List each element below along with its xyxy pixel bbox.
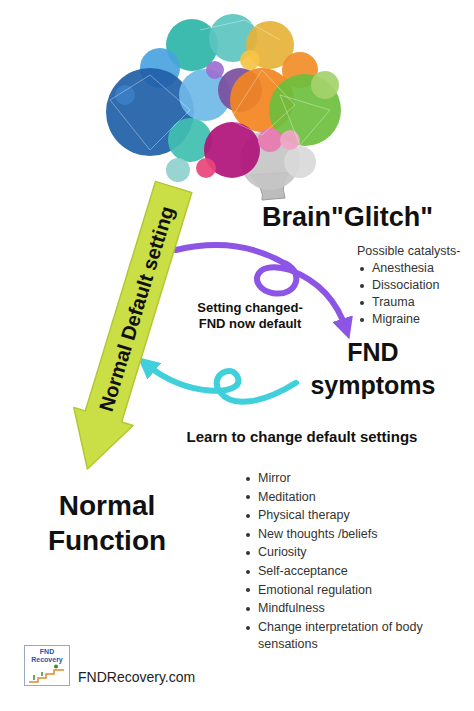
website-label: FNDRecovery.com [78, 668, 195, 688]
list-item: Emotional regulation [246, 582, 474, 600]
list-item: Curiosity [246, 544, 474, 562]
list-item: Anesthesia [360, 260, 434, 278]
list-item: Mindfulness [246, 600, 474, 618]
node-label: FND symptoms [298, 336, 448, 401]
normal-function-node: Normal Function [22, 488, 192, 558]
edge-label: Learn to change default settings [182, 428, 422, 447]
list-item: Physical therapy [246, 507, 474, 525]
logo-text: FND Recovery [26, 648, 68, 664]
list-item: New thoughts /beliefs [246, 526, 474, 544]
note-text: Possible catalysts- [357, 243, 461, 261]
logo-steps [29, 670, 64, 682]
list-item: Migraine [360, 311, 420, 329]
list-item: Trauma [360, 294, 415, 312]
list-item: Change interpretation of body sensations [246, 619, 474, 654]
edge-label: Setting changed- FND now default [188, 300, 312, 333]
list-item: Dissociation [360, 277, 439, 295]
brain-facets [110, 20, 330, 150]
logo-person [54, 665, 58, 669]
logo-person-body [34, 672, 42, 680]
list-item: Mirror [246, 470, 474, 488]
heading: Brain"Glitch" [262, 200, 433, 235]
curved-arrow [146, 364, 296, 401]
node-label: Normal Function [22, 488, 192, 558]
symptoms-node: FND symptoms [298, 336, 448, 401]
logo-box: FND Recovery [24, 645, 70, 686]
list-item: Meditation [246, 489, 474, 507]
brain-circles [106, 14, 341, 190]
list-item: Self-acceptance [246, 563, 474, 581]
logo-figure [26, 664, 68, 684]
